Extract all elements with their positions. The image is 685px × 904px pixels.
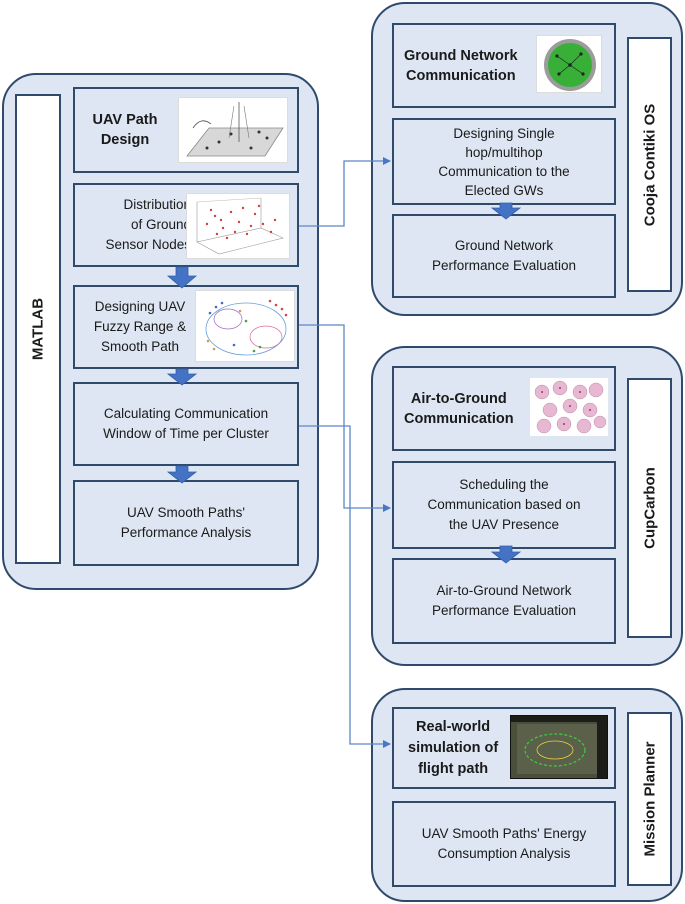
- fuzzy-path-plot: [205, 299, 288, 356]
- energy-analysis-box: UAV Smooth Paths' Energy Consumption Ana…: [392, 801, 616, 887]
- comm-window-text: Calculating Communication Window of Time…: [103, 406, 269, 441]
- perf-analysis-box: UAV Smooth Paths' Performance Analysis: [73, 480, 299, 566]
- flight-path-map: [511, 716, 607, 778]
- air-to-ground-eval-box: Air-to-Ground Network Performance Evalua…: [392, 558, 616, 644]
- fuzzy-path-thumbnail: [195, 290, 295, 362]
- single-multihop-text: Designing Single hop/multihop Communicat…: [438, 125, 570, 198]
- cupcarbon-label: CupCarbon: [641, 467, 658, 549]
- uav-path-design-text: UAV Path Design: [92, 112, 158, 148]
- real-world-sim-text: Real-world simulation of flight path: [408, 718, 499, 777]
- sensor-distribution-thumbnail: [186, 193, 290, 259]
- air-to-ground-comm-text: Air-to-Ground Communication: [404, 390, 514, 427]
- flight-path-thumbnail: [510, 715, 608, 779]
- ground-network-eval-text: Ground Network Performance Evaluation: [431, 238, 577, 273]
- mission-planner-label: Mission Planner: [641, 741, 658, 857]
- ground-network-map: [544, 39, 596, 91]
- uav-path-plot: [186, 102, 284, 157]
- scheduling-box: Scheduling the Communication based on th…: [392, 461, 616, 549]
- sensor-scatter-plot: [196, 197, 284, 255]
- uav-path-thumbnail: [178, 97, 288, 163]
- mission-planner-label-box: Mission Planner: [627, 712, 672, 886]
- distribution-text: Distribution of Ground Sensor Nodes: [105, 197, 191, 252]
- cooja-label: Cooja Contiki OS: [641, 103, 658, 226]
- single-multihop-box: Designing Single hop/multihop Communicat…: [392, 118, 616, 205]
- energy-analysis-text: UAV Smooth Paths' Energy Consumption Ana…: [421, 826, 587, 861]
- ground-network-eval-box: Ground Network Performance Evaluation: [392, 214, 616, 298]
- comm-window-box: Calculating Communication Window of Time…: [73, 382, 299, 466]
- cooja-label-box: Cooja Contiki OS: [627, 37, 672, 292]
- matlab-label-box: MATLAB: [15, 94, 61, 564]
- cupcarbon-label-box: CupCarbon: [627, 378, 672, 638]
- fuzzy-range-text: Designing UAV Fuzzy Range & Smooth Path: [93, 299, 187, 354]
- ground-network-thumbnail: [536, 35, 602, 93]
- air-to-ground-clusters: [534, 380, 607, 434]
- air-to-ground-thumbnail: [530, 378, 608, 436]
- air-to-ground-eval-text: Air-to-Ground Network Performance Evalua…: [431, 583, 577, 618]
- scheduling-text: Scheduling the Communication based on th…: [427, 477, 581, 532]
- ground-network-comm-text: Ground Network Communication: [404, 47, 518, 84]
- matlab-label: MATLAB: [29, 297, 47, 361]
- perf-analysis-text: UAV Smooth Paths' Performance Analysis: [120, 505, 252, 540]
